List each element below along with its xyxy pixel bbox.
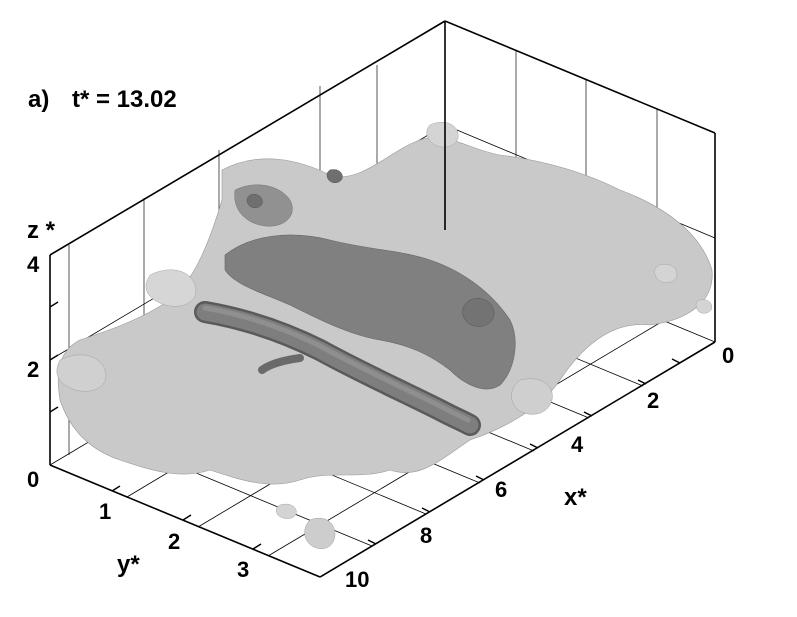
axis-ticks [49,301,681,550]
z-tick-2: 2 [27,357,39,382]
z-tick-4: 4 [27,252,40,277]
x-tick-2: 2 [647,388,659,413]
y-axis-labels: 1 2 3 y* [99,499,249,582]
x-tick-4: 4 [571,432,584,457]
z-axis-labels: z * 4 2 0 [27,217,56,492]
x-tick-0: 0 [722,343,734,368]
x-axis-labels: 0 2 4 6 8 10 x* [345,343,734,592]
y-tick-2: 2 [168,529,180,554]
isosurface-dark-cluster [224,169,516,390]
tube-vortex[interactable] [194,301,481,436]
y-tick-1: 1 [99,499,111,524]
z-axis-title: z * [27,217,56,244]
x-tick-8: 8 [420,523,432,548]
x-tick-10: 10 [345,567,369,592]
panel-label: a) [28,86,49,113]
y-tick-3: 3 [237,557,249,582]
y-axis-title: y* [117,551,140,578]
z-tick-0: 0 [27,467,39,492]
panel-title: a) t* = 13.02 [28,86,177,113]
x-tick-6: 6 [495,477,507,502]
x-axis-title: x* [564,484,587,511]
time-label: t* = 13.02 [72,86,177,113]
